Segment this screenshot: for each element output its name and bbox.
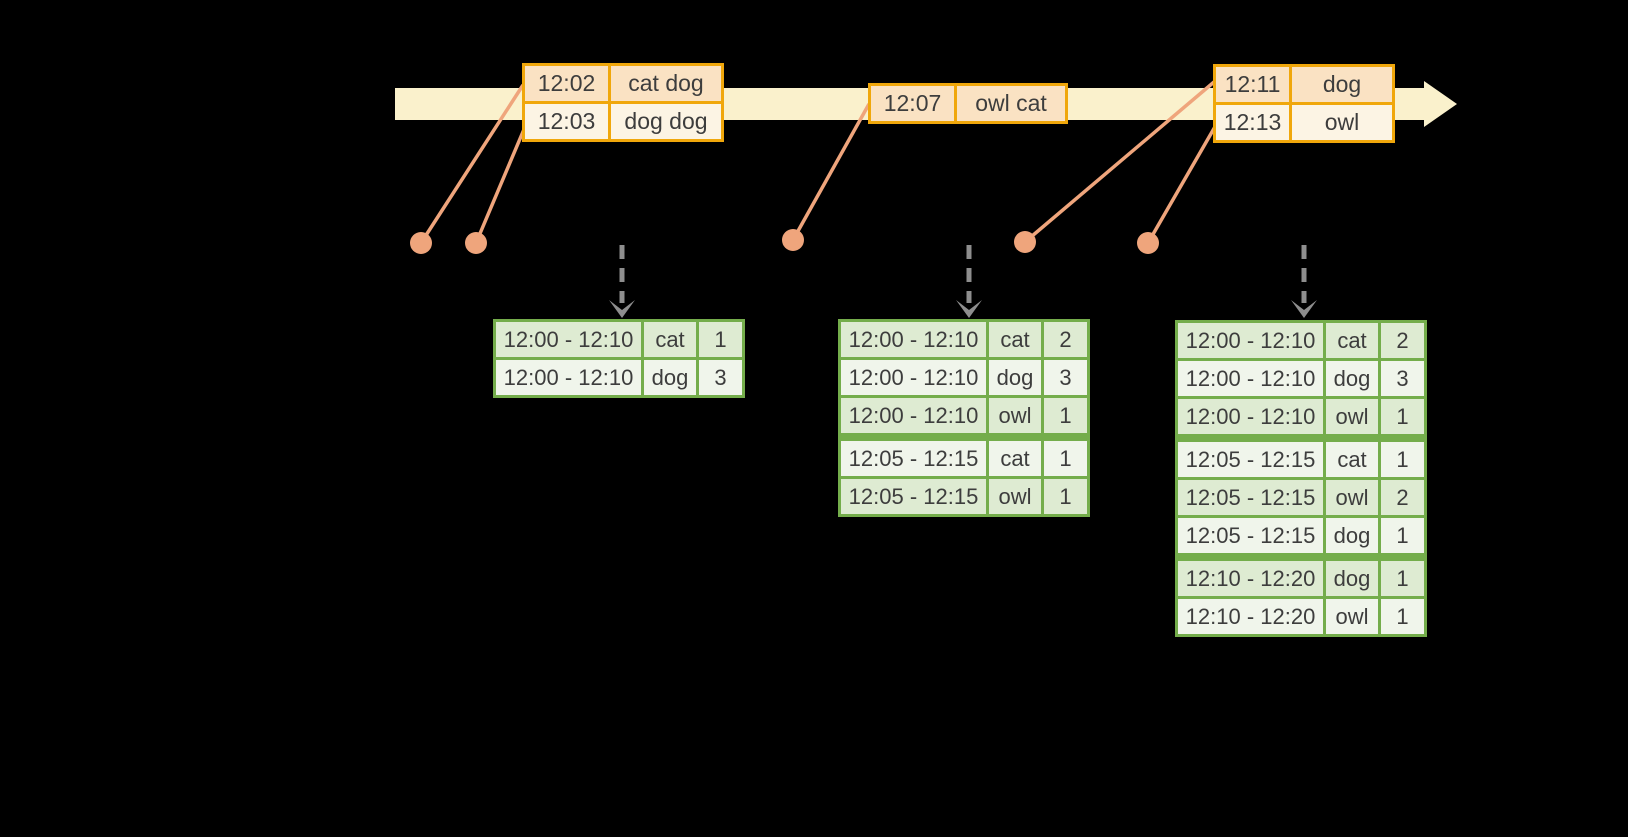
table-cell: owl (989, 398, 1041, 433)
event-connector-line (419, 84, 525, 244)
table-cell: 2 (1044, 322, 1087, 357)
table-cell: owl cat (957, 86, 1065, 121)
event-dot-icon (1137, 232, 1159, 254)
table-cell: 1 (699, 322, 742, 357)
table-cell: 12:00 - 12:10 (841, 360, 986, 395)
table-cell: 12:05 - 12:15 (1178, 518, 1323, 553)
table-cell: 12:00 - 12:10 (1178, 323, 1323, 358)
table-cell: 12:10 - 12:20 (1178, 561, 1323, 596)
event-dot-icon (782, 229, 804, 251)
table-cell: 12:10 - 12:20 (1178, 599, 1323, 634)
table-cell: dog dog (611, 104, 721, 139)
trigger-arrowhead-icon (1291, 300, 1317, 318)
timeline-arrowhead-icon (1424, 81, 1457, 127)
table-cell: cat (1326, 323, 1378, 358)
table-cell: owl (989, 479, 1041, 514)
event-dot-icon (465, 232, 487, 254)
table-cell: 12:00 - 12:10 (1178, 399, 1323, 434)
table-cell: 12:02 (525, 66, 608, 101)
table-cell: 1 (1044, 479, 1087, 514)
table-cell: dog (1326, 518, 1378, 553)
table-cell: 1 (1381, 399, 1424, 434)
event-connector-line (1023, 80, 1216, 244)
table-cell: owl (1292, 105, 1392, 140)
table-cell: cat (1326, 442, 1378, 477)
event-connector-line (791, 103, 871, 241)
table-cell: 12:11 (1216, 67, 1289, 102)
table-cell: 12:00 - 12:10 (496, 322, 641, 357)
table-cell: cat (989, 441, 1041, 476)
table-cell: cat (644, 322, 696, 357)
table-cell: 12:03 (525, 104, 608, 139)
table-cell: 1 (1381, 561, 1424, 596)
table-cell: owl (1326, 399, 1378, 434)
table-cell: 12:00 - 12:10 (496, 360, 641, 395)
event-connector-line (474, 126, 527, 244)
table-cell: 3 (1381, 361, 1424, 396)
event-connector-line (1146, 124, 1218, 244)
table-cell: 12:00 - 12:10 (841, 398, 986, 433)
event-dot-icon (1014, 231, 1036, 253)
table-cell: owl (1326, 599, 1378, 634)
table-cell: 1 (1381, 599, 1424, 634)
table-cell: 12:05 - 12:15 (1178, 480, 1323, 515)
table-cell: 2 (1381, 480, 1424, 515)
table-cell: 12:07 (871, 86, 954, 121)
table-cell: dog (989, 360, 1041, 395)
table-cell: 12:13 (1216, 105, 1289, 140)
table-cell: 3 (1044, 360, 1087, 395)
trigger-arrowhead-icon (609, 300, 635, 318)
table-cell: 12:05 - 12:15 (841, 479, 986, 514)
table-cell: dog (1326, 361, 1378, 396)
table-cell: owl (1326, 480, 1378, 515)
table-cell: 12:05 - 12:15 (1178, 442, 1323, 477)
table-cell: 1 (1381, 442, 1424, 477)
table-cell: 12:00 - 12:10 (1178, 361, 1323, 396)
trigger-arrowhead-icon (956, 300, 982, 318)
table-cell: 12:00 - 12:10 (841, 322, 986, 357)
table-cell: dog (644, 360, 696, 395)
table-cell: 2 (1381, 323, 1424, 358)
table-cell: 3 (699, 360, 742, 395)
table-cell: 1 (1044, 441, 1087, 476)
table-cell: 1 (1381, 518, 1424, 553)
event-dot-icon (410, 232, 432, 254)
table-cell: 12:05 - 12:15 (841, 441, 986, 476)
table-cell: cat dog (611, 66, 721, 101)
table-cell: dog (1292, 67, 1392, 102)
table-cell: 1 (1044, 398, 1087, 433)
table-cell: dog (1326, 561, 1378, 596)
table-cell: cat (989, 322, 1041, 357)
